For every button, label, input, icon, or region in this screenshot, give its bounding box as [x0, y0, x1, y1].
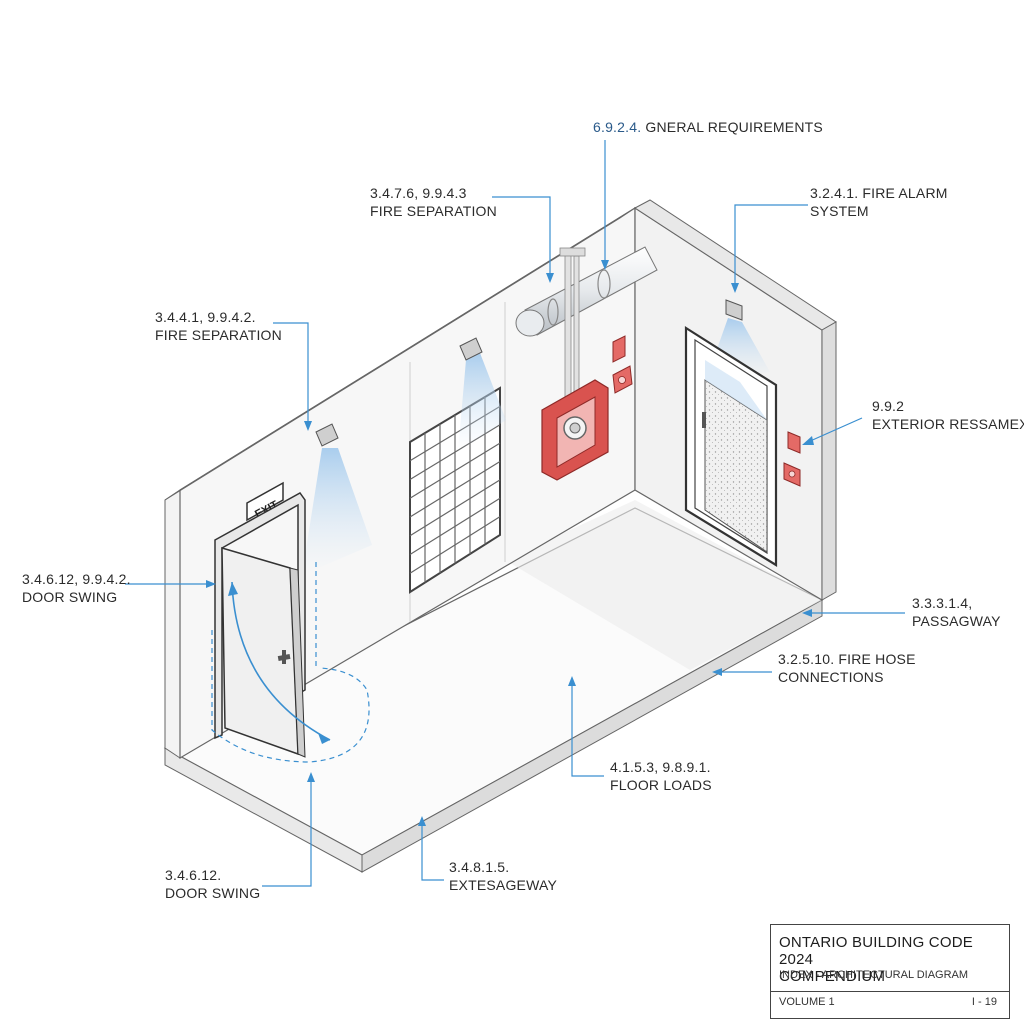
callout-text: FIRE SEPARATION — [155, 327, 282, 343]
callout-passageway: 3.3.3.1.4, PASSAGWAY — [912, 594, 1001, 630]
leader-arrowheads — [206, 260, 814, 826]
callout-fire-separation-top: 3.4.7.6, 9.9.4.3 FIRE SEPARATION — [370, 184, 497, 220]
callout-text: FIRE SEPARATION — [370, 203, 497, 219]
glass-grid-line — [409, 516, 501, 574]
glass-grid-line — [409, 442, 501, 499]
callout-text: PASSAGWAY — [912, 613, 1001, 629]
title-line-1: ONTARIO BUILDING CODE 2024 — [779, 934, 973, 968]
callout-floor-loads: 4.1.5.3, 9.8.9.1. FLOOR LOADS — [610, 758, 712, 794]
callout-text: DOOR SWING — [165, 885, 261, 901]
pull-station-left — [612, 335, 633, 394]
glass-grid-line — [409, 479, 501, 537]
callout-code: 3.4.6.12. — [165, 867, 222, 883]
callout-text: FLOOR LOADS — [610, 777, 712, 793]
smoke-detector-left — [302, 423, 372, 575]
callout-code: 3.4.4.1, 9.9.4.2. — [155, 309, 256, 325]
callout-code: 3.2.4.1. FIRE ALARM — [810, 185, 948, 201]
title-block-divider — [771, 991, 1009, 992]
callout-code: 3.4.8.1.5. — [449, 859, 510, 875]
callout-extesageway: 3.4.8.1.5. EXTESAGEWAY — [449, 858, 557, 894]
callout-text: SYSTEM — [810, 203, 869, 219]
smoke-detector-middle — [458, 337, 506, 452]
title-block-page: I - 19 — [971, 996, 997, 1008]
floor-slab — [163, 500, 824, 873]
title-block: ONTARIO BUILDING CODE 2024 COMPENDIUM IN… — [770, 924, 1010, 1019]
callout-code: 9.9.2 — [872, 398, 905, 414]
back-wall-door — [684, 326, 778, 567]
callout-fire-alarm: 3.2.4.1. FIRE ALARM SYSTEM — [810, 184, 948, 220]
callout-code: 3.4.6.12, 9.9.4.2. — [22, 571, 131, 587]
left-door — [211, 492, 370, 763]
title-block-volume: VOLUME 1 — [779, 996, 835, 1008]
title-line-2: COMPENDIUM — [779, 968, 886, 985]
callout-code: 3.2.5.10. FIRE HOSE — [778, 651, 916, 667]
callout-code: 3.3.3.1.4, — [912, 595, 973, 611]
callout-door-swing-left: 3.4.6.12, 9.9.4.2. DOOR SWING — [22, 570, 131, 606]
callout-fire-separation-left: 3.4.4.1, 9.9.4.2. FIRE SEPARATION — [155, 308, 282, 344]
pull-station-right — [783, 431, 801, 487]
callout-exterior: 9.9.2 EXTERIOR RESSAMEXY — [872, 397, 1024, 433]
callout-code: 4.1.5.3, 9.8.9.1. — [610, 759, 711, 775]
callout-code: 6.9.2.4. — [593, 119, 642, 135]
callout-fire-hose: 3.2.5.10. FIRE HOSE CONNECTIONS — [778, 650, 916, 686]
callout-door-swing-bottom: 3.4.6.12. DOOR SWING — [165, 866, 260, 902]
callout-text: GNERAL REQUIREMENTS — [645, 119, 823, 135]
callout-text: CONNECTIONS — [778, 669, 884, 685]
fire-hose-cabinet — [541, 379, 609, 481]
title-block-subtitle: INDEX - ARCHITECTURAL DIAGRAM — [779, 969, 969, 981]
callout-text: DOOR SWING — [22, 589, 118, 605]
callout-code: 3.4.7.6, 9.9.4.3 — [370, 185, 467, 201]
callout-text: EXTESAGEWAY — [449, 877, 557, 893]
glass-grid-line — [409, 497, 501, 556]
glass-grid-line — [409, 460, 501, 518]
callout-general-requirements: 6.9.2.4. GNERAL REQUIREMENTS — [593, 118, 823, 136]
title-block-title: ONTARIO BUILDING CODE 2024 COMPENDIUM — [779, 934, 1009, 985]
callout-text: EXTERIOR RESSAMEXY — [872, 416, 1024, 432]
leader-lines — [125, 140, 905, 887]
